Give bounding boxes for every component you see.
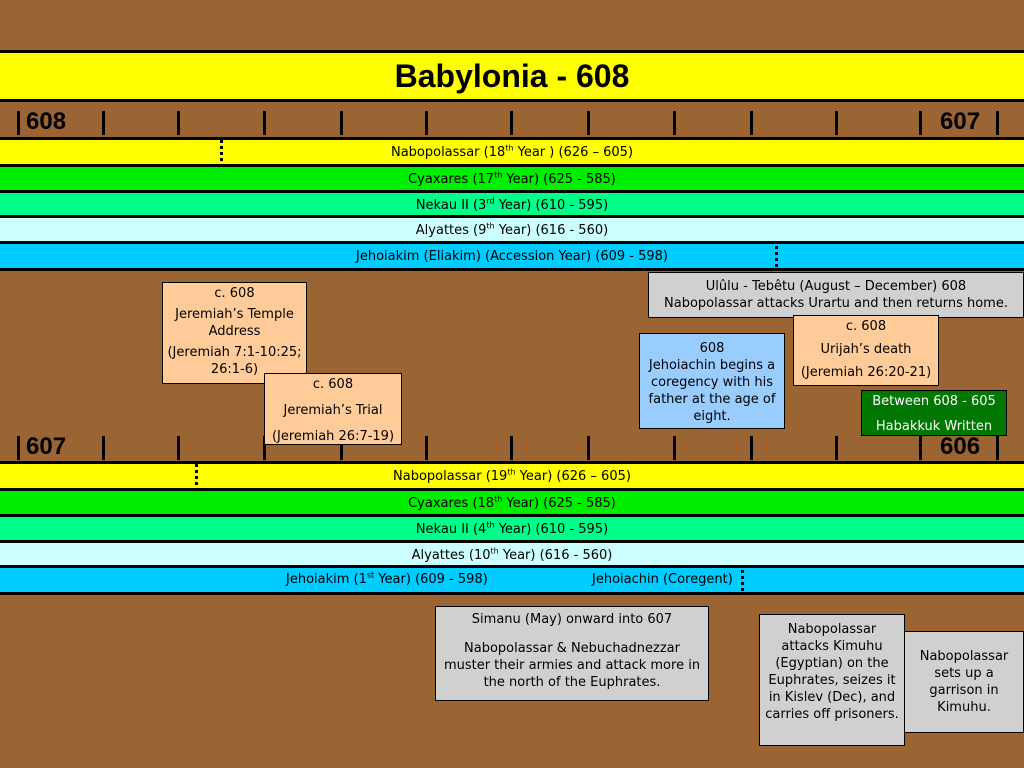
event-reference: (Jeremiah 7:1-10:25; 26:1-6) [167, 345, 302, 377]
band-label: Jehoiakim (Eliakim) (Accession Year) (60… [356, 248, 668, 264]
ruler-year-start: 608 [26, 108, 67, 135]
event-date: Ulûlu - Tebêtu (August – December) 608 [705, 279, 967, 294]
band-alyattes-bottom: Alyattes (10th Year) (616 - 560) [0, 540, 1024, 567]
ruler-tick [177, 111, 180, 135]
ruler-tick [587, 111, 590, 135]
ruler-year-end: 607 [940, 108, 981, 135]
event-simanu: Simanu (May) onward into 607 Nabopolassa… [435, 606, 709, 701]
dotted-marker [741, 570, 744, 591]
ruler-tick [102, 111, 105, 135]
ruler-tick [510, 436, 513, 460]
event-ululu: Ulûlu - Tebêtu (August – December) 608 N… [648, 272, 1024, 318]
event-title: Jeremiah’s Trial [283, 403, 383, 418]
event-kimuhu-garrison: Nabopolassar sets up a garrison in Kimuh… [904, 631, 1024, 733]
ruler-tick [673, 436, 676, 460]
ruler-tick [996, 436, 999, 460]
ruler-top: 608 607 [0, 107, 1024, 137]
event-jeremiah-trial: c. 608 Jeremiah’s Trial (Jeremiah 26:7-1… [264, 373, 402, 445]
event-date: c. 608 [312, 377, 354, 392]
ruler-tick [17, 111, 20, 135]
ruler-tick [425, 436, 428, 460]
band-label-jehoiachin: Jehoiachin (Coregent) [592, 572, 733, 587]
band-nekau-top: Nekau II (3rd Year) (610 - 595) [0, 190, 1024, 217]
band-label: Cyaxares (18th Year) (625 - 585) [408, 494, 616, 511]
event-date: Simanu (May) onward into 607 [471, 612, 673, 627]
band-label-jehoiakim: Jehoiakim (1st Year) (609 - 598) [286, 570, 488, 587]
ruler-tick [340, 436, 343, 460]
band-label: Nabopolassar (19th Year) (626 – 605) [393, 467, 631, 484]
event-temple-address: c. 608 Jeremiah’s Temple Address (Jeremi… [162, 282, 307, 384]
dotted-marker [195, 464, 198, 494]
ruler-tick [510, 111, 513, 135]
event-description: Jehoiachin begins a coregency with his f… [648, 358, 776, 424]
band-label: Nabopolassar (18th Year ) (626 – 605) [390, 143, 634, 160]
ruler-year-start: 607 [26, 433, 67, 460]
title-band: Babylonia - 608 [0, 50, 1024, 102]
ruler-tick [425, 111, 428, 135]
event-description: Nabopolassar & Nebuchadnezzar muster the… [443, 641, 701, 690]
event-title: Jeremiah’s Temple Address [175, 307, 294, 339]
dotted-marker [220, 140, 223, 170]
band-label: Nekau II (4th Year) (610 - 595) [415, 520, 609, 537]
event-reference: (Jeremiah 26:20-21) [800, 365, 932, 380]
page-title: Babylonia - 608 [394, 57, 630, 94]
band-jehoiakim-top: Jehoiakim (Eliakim) (Accession Year) (60… [0, 241, 1024, 271]
event-description: Nabopolassar attacks Kimuhu (Egyptian) o… [765, 622, 899, 722]
ruler-tick [340, 111, 343, 135]
ruler-bottom: 607 606 [0, 432, 1024, 462]
band-label: Alyattes (9th Year) (616 - 560) [415, 221, 609, 238]
event-title: Urijah’s death [820, 342, 912, 357]
band-nabopolassar-top: Nabopolassar (18th Year ) (626 – 605) [0, 137, 1024, 164]
event-kimuhu-attack: Nabopolassar attacks Kimuhu (Egyptian) o… [759, 614, 905, 746]
band-nabopolassar-bottom: Nabopolassar (19th Year) (626 – 605) [0, 461, 1024, 488]
event-date: c. 608 [845, 319, 887, 334]
dotted-marker [775, 246, 778, 267]
ruler-tick [263, 111, 266, 135]
ruler-year-end: 606 [940, 433, 981, 460]
ruler-tick [102, 436, 105, 460]
event-description: Nabopolassar sets up a garrison in Kimuh… [919, 649, 1009, 715]
event-urijah-death: c. 608 Urijah’s death (Jeremiah 26:20-21… [793, 315, 939, 386]
event-habakkuk: Between 608 - 605 Habakkuk Written [861, 390, 1007, 436]
band-alyattes-top: Alyattes (9th Year) (616 - 560) [0, 215, 1024, 242]
ruler-tick [750, 436, 753, 460]
ruler-tick [835, 436, 838, 460]
ruler-tick [17, 436, 20, 460]
ruler-tick [996, 111, 999, 135]
ruler-tick [919, 436, 922, 460]
ruler-tick [177, 436, 180, 460]
ruler-tick [587, 436, 590, 460]
event-date: c. 608 [214, 286, 255, 301]
event-jehoiachin-coregency: 608 Jehoiachin begins a coregency with h… [639, 333, 785, 429]
band-jehoiakim-bottom: Jehoiakim (1st Year) (609 - 598) Jehoiac… [0, 565, 1024, 595]
ruler-tick [919, 111, 922, 135]
event-title: Habakkuk Written [875, 419, 993, 434]
ruler-tick [835, 111, 838, 135]
event-description: Nabopolassar attacks Urartu and then ret… [664, 296, 1008, 311]
ruler-tick [673, 111, 676, 135]
event-reference: (Jeremiah 26:7-19) [271, 429, 395, 444]
event-date: Between 608 - 605 [872, 394, 996, 409]
band-label: Nekau II (3rd Year) (610 - 595) [415, 196, 609, 213]
band-cyaxares-bottom: Cyaxares (18th Year) (625 - 585) [0, 488, 1024, 515]
event-date: 608 [699, 341, 725, 356]
band-nekau-bottom: Nekau II (4th Year) (610 - 595) [0, 514, 1024, 541]
ruler-tick [750, 111, 753, 135]
ruler-tick [263, 436, 266, 460]
band-cyaxares-top: Cyaxares (17th Year) (625 - 585) [0, 164, 1024, 191]
band-label: Alyattes (10th Year) (616 - 560) [411, 546, 613, 563]
band-label: Cyaxares (17th Year) (625 - 585) [408, 170, 616, 187]
